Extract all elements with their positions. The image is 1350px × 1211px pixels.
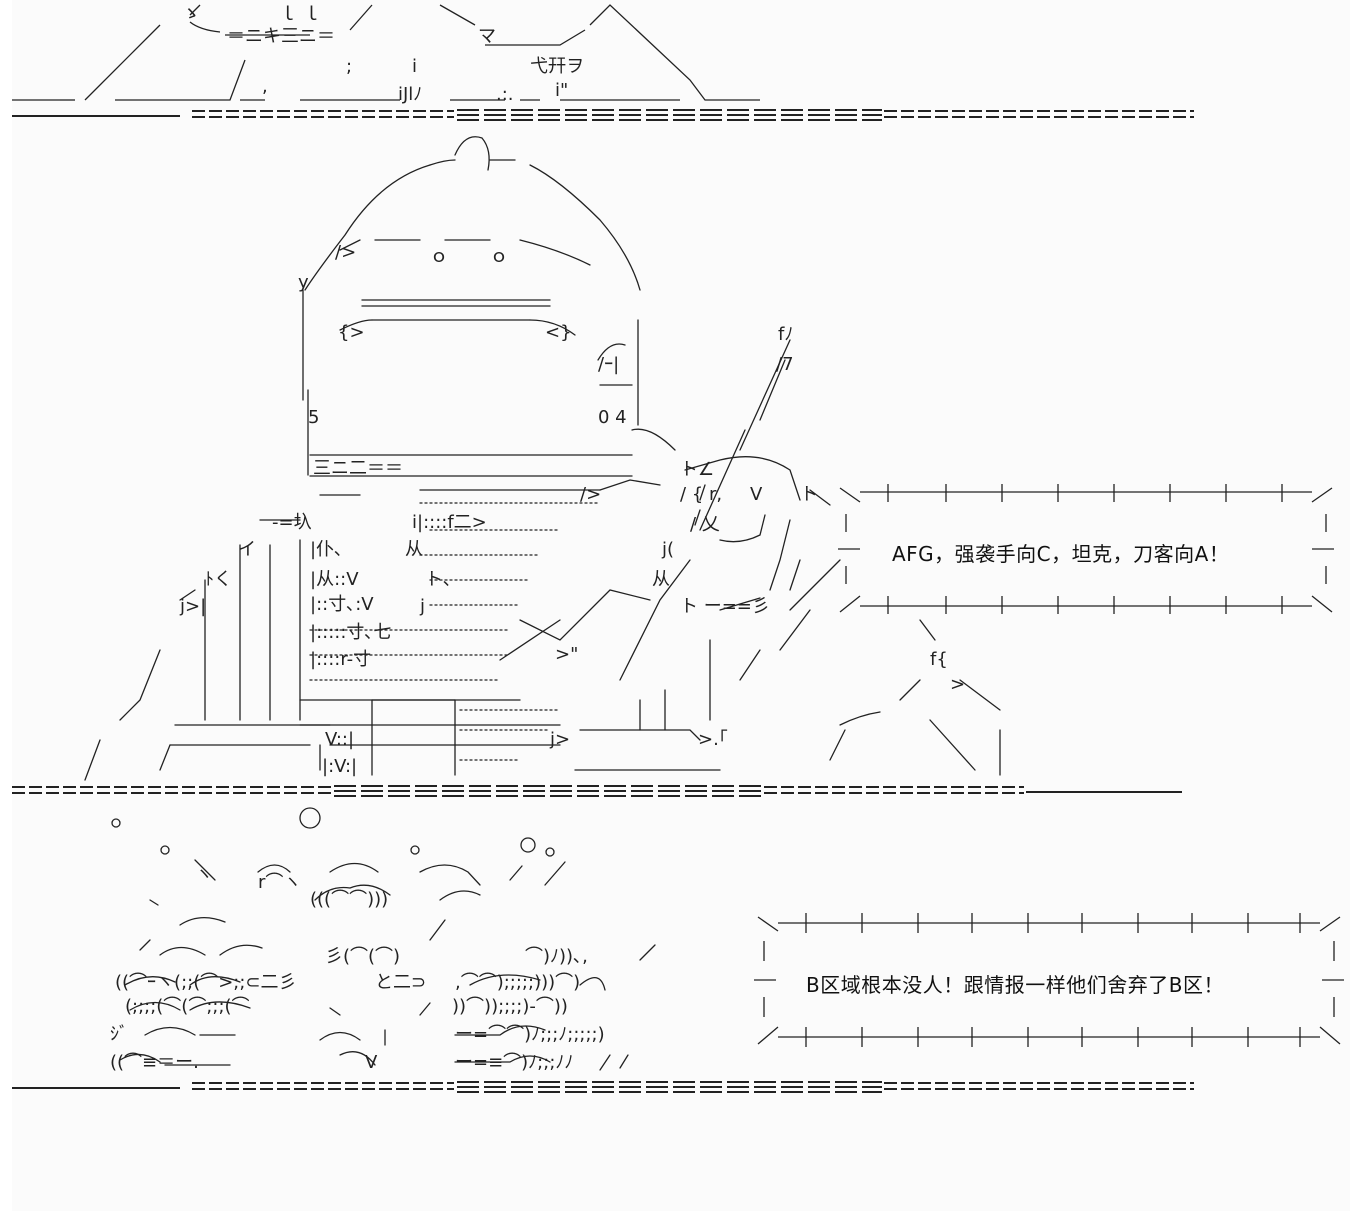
svg-text:/ 乂: / 乂 — [690, 514, 720, 535]
svg-text:V: V — [365, 1052, 378, 1073]
svg-text:/>: /> — [580, 484, 601, 505]
dialogue-b-zone: B区域根本没人！跟情报一样他们舍弃了B区！ — [806, 973, 1224, 997]
svg-text:|从::V: |从::V — [310, 569, 359, 590]
svg-text:(((⌒⌒))): (((⌒⌒))) — [310, 889, 388, 910]
mountain-landscape-art: ゝ ＝ニキ三ニ＝ ｌ ｌ マ ; i , iJlﾉ .:. i" 弋幵ヲ — [12, 4, 760, 105]
svg-text:iJlﾉ: iJlﾉ — [398, 84, 422, 105]
soldier-helmet-art: /> ｏ ｏ {> <} y /ｰ| -=圦 |仆､ 从 |从::V ト､ |:… — [84, 136, 1001, 781]
svg-text:从: 从 — [652, 569, 670, 590]
helmet-stripe-text: 三ニ二＝＝ — [313, 458, 403, 479]
svg-text:i": i" — [555, 80, 568, 101]
svg-text:-=圦: -=圦 — [272, 512, 312, 533]
svg-text:ト ー==彡: ト ー==彡 — [680, 596, 770, 617]
separator-line-middle — [12, 784, 1182, 798]
page-margin — [0, 0, 12, 1211]
svg-text:,: , — [262, 76, 268, 97]
svg-text:|::::r-寸: |::::r-寸 — [310, 649, 371, 670]
svg-text:ﾄく: ﾄく — [205, 569, 232, 590]
speech-box-b-zone: B区域根本没人！跟情报一样他们舍弃了B区！ — [752, 913, 1346, 1048]
svg-text:>": >" — [555, 644, 578, 665]
svg-text:i|::::f二>: i|::::f二> — [412, 512, 487, 533]
svg-text:ト∠: ト∠ — [680, 459, 714, 480]
separator-line-top — [12, 108, 1194, 122]
helmet-number-right: 0 4 — [598, 407, 627, 428]
svg-text:y: y — [298, 272, 309, 293]
svg-text:ー=≡⌒)ﾉ;;;ﾉﾉ: ー=≡⌒)ﾉ;;;ﾉﾉ — [455, 1052, 573, 1073]
svg-text:f{: f{ — [930, 649, 948, 670]
svg-text:⌒)ﾉ))､,: ⌒)ﾉ))､, — [525, 946, 588, 967]
svg-text:ト､: ト､ — [425, 569, 452, 590]
svg-text:((⌒≡＝ー.: ((⌒≡＝ー. — [110, 1052, 199, 1073]
svg-text:ｌ ｌ: ｌ ｌ — [279, 4, 321, 25]
svg-text:j: j — [419, 596, 425, 617]
svg-text:V: V — [750, 484, 763, 505]
svg-text:i: i — [412, 56, 417, 77]
svg-text:ヽ: ヽ — [195, 864, 213, 885]
svg-text:|仆､: |仆､ — [310, 539, 343, 560]
svg-text:j>|: j>| — [179, 596, 206, 617]
svg-text:V::|: V::| — [325, 729, 354, 750]
svg-text:|:V:|: |:V:| — [322, 756, 357, 777]
svg-text:))⌒));;;;)-⌒)): ))⌒));;;;)-⌒)) — [452, 996, 568, 1017]
svg-text:fﾉ: fﾉ — [778, 324, 793, 345]
dialogue-afg: AFG，强袭手向C，坦克，刀客向A！ — [892, 542, 1230, 566]
svg-text:/ { r,: / { r, — [680, 484, 722, 505]
svg-text:,⌒⌒);;;;;)))⌒): ,⌒⌒);;;;;)))⌒) — [455, 972, 580, 993]
svg-text:ゝ: ゝ — [182, 4, 200, 25]
sign-glyphs: 弋幵ヲ — [530, 56, 584, 77]
svg-text:彡(⌒(⌒): 彡(⌒(⌒) — [325, 946, 400, 967]
svg-text:ｏ: ｏ — [430, 246, 448, 267]
svg-text:{>: {> — [338, 322, 365, 343]
helmet-number-left: 5 — [308, 407, 319, 428]
svg-text:|:::::寸､七: |:::::寸､七 — [310, 622, 391, 643]
svg-text:从: 从 — [405, 539, 423, 560]
svg-text:r⌒ヽ: r⌒ヽ — [258, 872, 301, 893]
svg-text:j>: j> — [549, 729, 570, 750]
svg-text:ー=⌒⌒)ﾉ;;;ﾉ;;;;;): ー=⌒⌒)ﾉ;;;ﾉ;;;;;) — [455, 1024, 605, 1045]
separator-line-bottom — [12, 1080, 1194, 1094]
svg-text:((⌒ｰヽ(;;(⌒>;;⊂二彡: ((⌒ｰヽ(;;(⌒>;;⊂二彡 — [115, 972, 297, 993]
svg-text:<}: <} — [545, 322, 572, 343]
svg-text:;: ; — [346, 56, 352, 77]
svg-text:マ: マ — [478, 26, 496, 47]
svg-text:.:.: .:. — [496, 84, 514, 105]
svg-text:|::寸､:V: |::寸､:V — [310, 594, 374, 615]
svg-text:と二⊃: と二⊃ — [375, 972, 426, 993]
svg-text:/7: /7 — [776, 354, 794, 375]
svg-text:j(: j( — [661, 539, 674, 560]
svg-text:>: > — [950, 674, 965, 695]
speech-box-afg: AFG，强袭手向C，坦克，刀客向A！ — [836, 484, 1336, 616]
svg-text:ｼﾞ: ｼﾞ — [110, 1024, 128, 1045]
svg-text:イ: イ — [238, 539, 256, 560]
svg-text:ト: ト — [800, 484, 818, 505]
svg-text:/>: /> — [335, 242, 356, 263]
svg-text:(;;;;(⌒(⌒;;;(⌒: (;;;;(⌒(⌒;;;(⌒ — [125, 996, 250, 1017]
svg-text:ｏ: ｏ — [490, 246, 508, 267]
svg-text:＝ニキ三ニ＝: ＝ニキ三ニ＝ — [227, 26, 335, 47]
svg-text:/ｰ|: /ｰ| — [598, 354, 619, 375]
svg-text:>.｢: >.｢ — [698, 729, 728, 750]
